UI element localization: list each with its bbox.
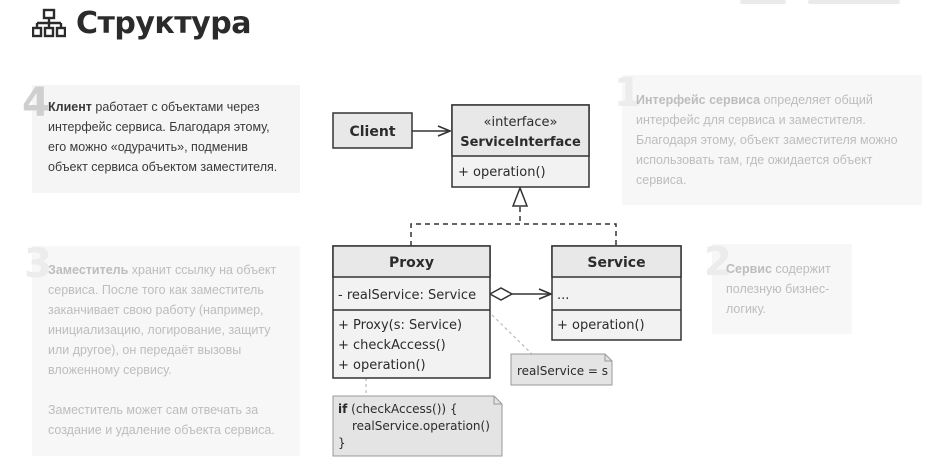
svg-text:if (checkAccess()) {: if (checkAccess()) {	[338, 402, 458, 416]
service-name: Service	[587, 255, 645, 271]
service-interface-class: «interface» ServiceInterface + operation…	[451, 104, 590, 188]
proxy-field: - realService: Service	[338, 288, 476, 303]
code-line-2: realService.operation()	[352, 419, 490, 433]
note-number: 3	[24, 241, 52, 287]
note-text: Сервис содержит полезную бизнес-логику.	[726, 259, 846, 319]
realization-arrowhead	[511, 185, 529, 207]
service-class: Service ... + operation()	[551, 245, 682, 341]
note-number: 1	[614, 70, 642, 116]
note-body: работает с объектами через интерфейс сер…	[48, 100, 278, 174]
code-line-1: (checkAccess()) {	[347, 402, 457, 416]
note-term: Клиент	[48, 100, 92, 114]
note-service: 2 Сервис содержит полезную бизнес-логику…	[704, 242, 852, 334]
proxy-class: Proxy - realService: Service + Proxy(s: …	[332, 245, 491, 379]
client-label: Client	[349, 124, 395, 140]
code-keyword: if	[338, 402, 348, 416]
note-term: Интерфейс сервиса	[636, 93, 761, 107]
proxy-name: Proxy	[389, 255, 434, 271]
proxy-method: + checkAccess()	[338, 338, 446, 353]
service-field: ...	[557, 288, 569, 303]
note-term: Сервис	[726, 262, 772, 276]
proxy-method: + Proxy(s: Service)	[338, 318, 462, 333]
note-proxy: 3 Заместитель хранит ссылку на объект се…	[24, 244, 300, 456]
section-header: Структура	[32, 6, 251, 41]
code-note: if (checkAccess()) { realService.operati…	[332, 395, 503, 457]
note-body: определяет общий интерфейс для сервиса и…	[636, 93, 898, 187]
service-method: + operation()	[557, 318, 645, 333]
note-body: содержит полезную бизнес-логику.	[726, 262, 831, 316]
proxy-method: + operation()	[338, 358, 426, 373]
note-service-interface: 1 Интерфейс сервиса определяет общий инт…	[614, 73, 922, 205]
assign-note: realService = s	[510, 353, 613, 386]
page-title: Структура	[76, 6, 251, 41]
interface-name: ServiceInterface	[460, 135, 581, 150]
top-decoration	[740, 0, 786, 4]
note-number: 2	[704, 239, 732, 285]
note-client: 4 Клиент работает с объектами через инте…	[22, 83, 300, 193]
client-class: Client	[332, 112, 413, 149]
realization-branch	[410, 223, 617, 246]
structure-icon	[32, 8, 66, 37]
note-text: Интерфейс сервиса определяет общий интер…	[636, 90, 908, 190]
interface-method: + operation()	[458, 165, 546, 180]
note-number: 4	[22, 80, 50, 126]
note-text: Заместитель хранит ссылку на объект серв…	[48, 260, 294, 440]
top-decoration	[808, 0, 900, 4]
note-body-2: Заместитель может сам отвечать за создан…	[48, 403, 275, 437]
interface-stereotype: «interface»	[484, 115, 558, 130]
connectors	[365, 131, 617, 396]
note-body: хранит ссылку на объект сервиса. После т…	[48, 263, 277, 377]
aggregation-diamond	[488, 287, 514, 301]
note-term: Заместитель	[48, 263, 129, 277]
note-text: Клиент работает с объектами через интерф…	[48, 97, 288, 177]
assign-note-text: realService = s	[517, 364, 608, 378]
note-link	[491, 314, 533, 355]
code-line-3: }	[338, 436, 346, 450]
